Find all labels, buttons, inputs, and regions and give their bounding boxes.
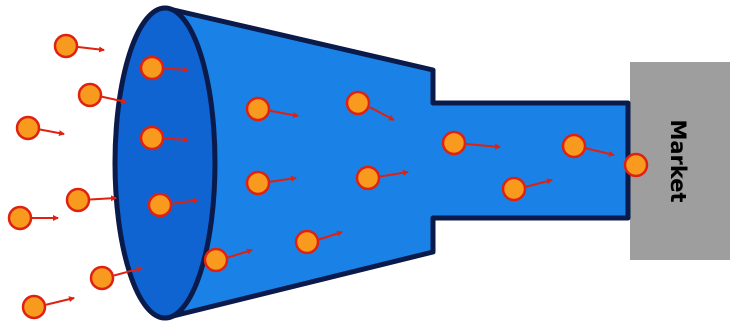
particle-dot <box>503 178 525 200</box>
particle-dot <box>296 231 318 253</box>
particle-dot <box>625 154 647 176</box>
particle <box>55 35 104 57</box>
particle-arrow <box>40 130 64 135</box>
particle-dot <box>141 127 163 149</box>
particle-dot <box>79 84 101 106</box>
market-label: Market <box>666 119 690 202</box>
particle-dot <box>17 117 39 139</box>
particle <box>9 207 58 229</box>
particle-dot <box>67 189 89 211</box>
particle-dot <box>357 167 379 189</box>
particle-arrow <box>46 298 74 305</box>
particle-dot <box>91 267 113 289</box>
particle-dot <box>141 57 163 79</box>
funnel-body <box>165 8 628 318</box>
particle-dot <box>247 172 269 194</box>
particle <box>17 117 64 139</box>
funnel <box>115 8 628 318</box>
particle-dot <box>9 207 31 229</box>
particle-arrow <box>90 198 116 200</box>
particle-dot <box>247 98 269 120</box>
particle-dot <box>443 132 465 154</box>
particle <box>625 154 647 176</box>
particle <box>23 296 74 318</box>
particle-dot <box>205 249 227 271</box>
particle-dot <box>347 92 369 114</box>
particle-dot <box>55 35 77 57</box>
particle-dot <box>149 194 171 216</box>
particle-dot <box>23 296 45 318</box>
particle <box>67 189 116 211</box>
particle-dot <box>563 135 585 157</box>
particle-arrow <box>78 47 104 50</box>
